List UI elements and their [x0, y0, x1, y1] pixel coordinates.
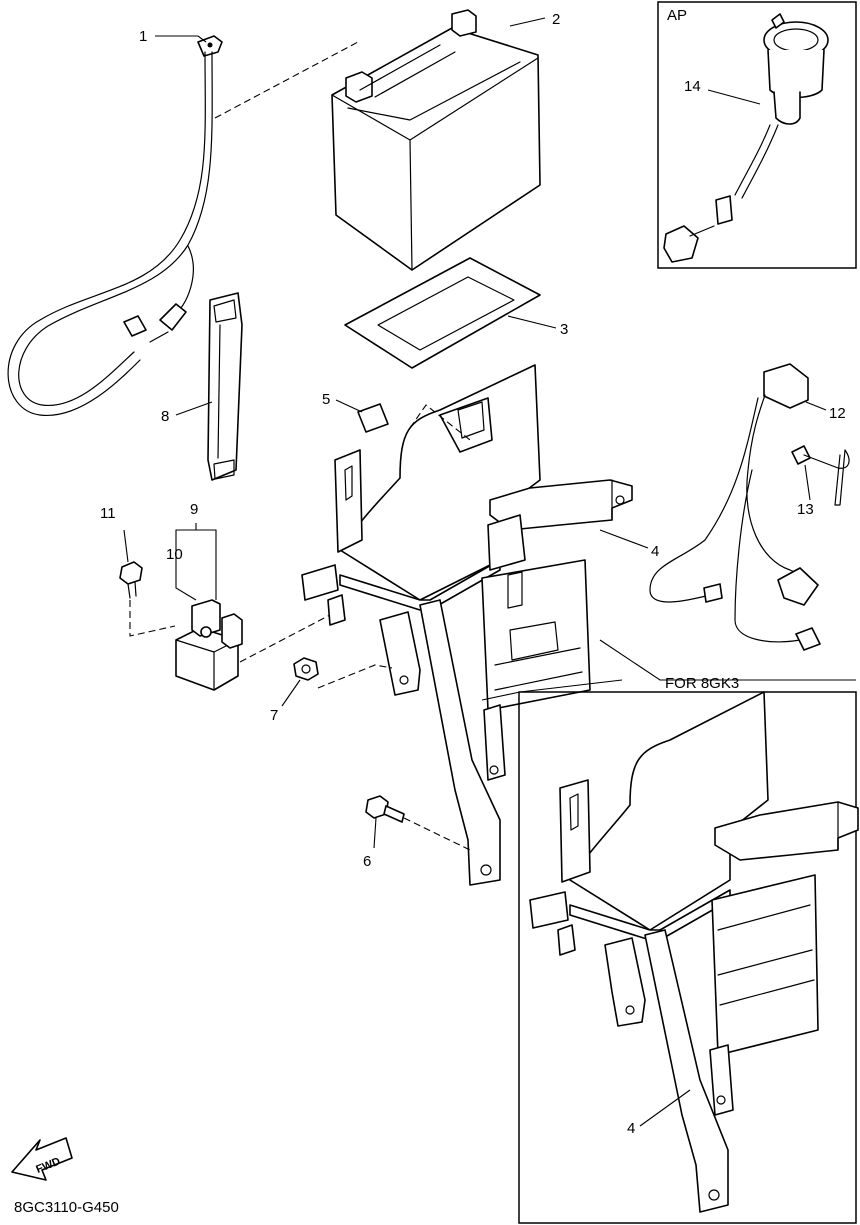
- fwd-arrow: FWD: [11, 1137, 73, 1181]
- battery-pad: [344, 257, 541, 369]
- harness-12: [649, 363, 821, 651]
- inset-ap-label: AP: [667, 7, 687, 24]
- battery-box: [301, 364, 633, 886]
- callout-3: 3: [560, 321, 568, 338]
- callout-6: 6: [363, 853, 371, 870]
- callout-13: 13: [797, 501, 814, 518]
- bolt-11: [119, 561, 143, 599]
- battery-box-variant: [529, 691, 859, 1213]
- battery: [331, 9, 541, 271]
- callout-7: 7: [270, 707, 278, 724]
- power-outlet-14: [663, 13, 829, 263]
- clip-5: [357, 403, 389, 433]
- callout-9: 9: [190, 501, 198, 518]
- starter-relay: [175, 599, 243, 691]
- callout-10: 10: [166, 546, 183, 563]
- callout-2: 2: [552, 11, 560, 28]
- callout-12: 12: [829, 405, 846, 422]
- diagram-code: 8GC3110-G450: [14, 1199, 119, 1216]
- callout-4-inset: 4: [627, 1120, 635, 1137]
- callout-14: 14: [684, 78, 701, 95]
- callout-8: 8: [161, 408, 169, 425]
- inset-ap: AP: [657, 1, 857, 269]
- callout-4-main: 4: [651, 543, 659, 560]
- battery-strap: [207, 292, 243, 481]
- battery-cable: [7, 35, 223, 416]
- nut-7: [293, 657, 319, 681]
- callout-11: 11: [100, 505, 116, 522]
- inset-variant-label: FOR 8GK3: [665, 675, 739, 692]
- inset-for-8gk3: FOR 8GK3: [518, 675, 859, 1224]
- callout-labels: 1 2 3 4 4 5 6 7 8 9 10 11 12 13 14: [100, 11, 846, 1137]
- cable-tie-13: [791, 445, 850, 506]
- leader-lines: [123, 17, 856, 1127]
- callout-1: 1: [139, 28, 147, 45]
- callout-5: 5: [322, 391, 330, 408]
- bolt-6: [365, 795, 405, 823]
